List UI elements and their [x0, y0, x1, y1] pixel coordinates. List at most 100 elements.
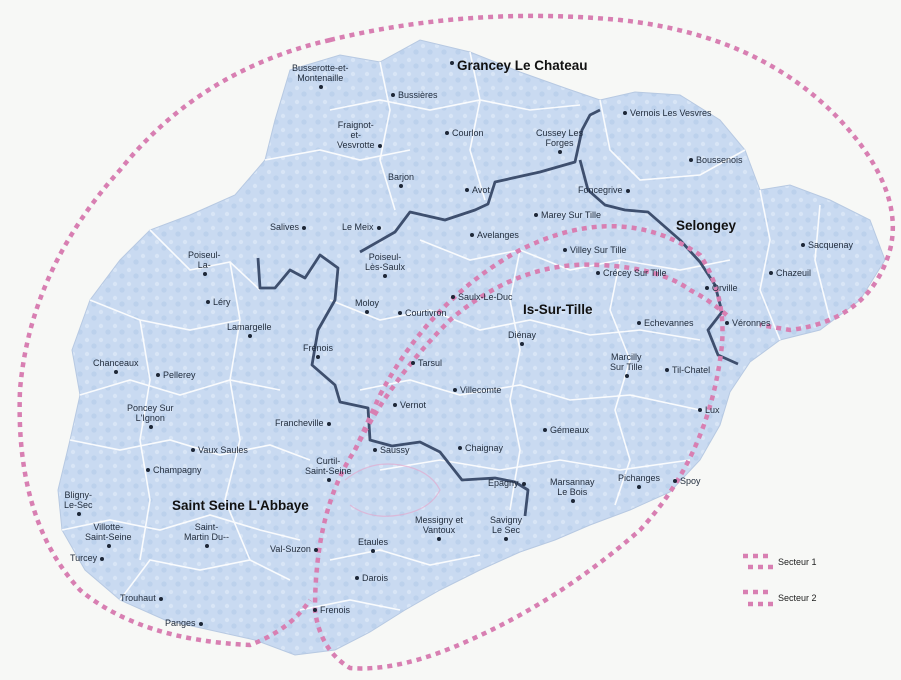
town-villecomte: Villecomte: [460, 385, 502, 395]
town-marker: [365, 310, 369, 314]
town-lux: Lux: [705, 405, 720, 415]
town-tarsul: Tarsul: [418, 358, 443, 368]
town-marker: [373, 448, 377, 452]
town-marker: [453, 388, 457, 392]
town-marker: [458, 446, 462, 450]
town-avelanges: Avelanges: [477, 230, 519, 240]
town-chaignay: Chaignay: [465, 443, 504, 453]
town-marker: [383, 274, 387, 278]
town-marker: [156, 373, 160, 377]
town-marker: [637, 321, 641, 325]
town-marker: [100, 557, 104, 561]
sector-1-boundary: [17, 13, 895, 648]
town-curtil: Curtil- Saint-Seine: [305, 456, 352, 476]
town-lemeix: Le Meix: [342, 222, 374, 232]
town-courlon: Courlon: [452, 128, 484, 138]
town-chanceaux: Chanceaux: [93, 358, 139, 368]
town-marker: [327, 422, 331, 426]
town-marker: [563, 248, 567, 252]
town-valsuzon: Val-Suzon: [270, 544, 311, 554]
town-marker: [450, 61, 454, 65]
town-marker: [543, 428, 547, 432]
town-veronnes: Véronnes: [732, 318, 771, 328]
town-messigny: Messigny et Vantoux: [415, 515, 464, 535]
town-boussenois: Boussenois: [696, 155, 743, 165]
town-saintmartin: Saint- Martin Du--: [184, 522, 230, 542]
town-vernot: Vernot: [400, 400, 427, 410]
town-tilchatel: Til-Chatel: [672, 365, 711, 375]
town-frenois2: Frenois: [320, 605, 351, 615]
legend-item-secteur-1: Secteur 1: [778, 557, 817, 567]
town-marker: [623, 111, 627, 115]
town-marker: [148, 425, 153, 429]
town-marker: [465, 188, 469, 192]
town-marker: [202, 272, 207, 276]
town-crecey: Crécey Sur Tille: [603, 268, 667, 278]
town-marcilly: Marcilly Sur Tille: [610, 352, 643, 372]
town-marker: [398, 311, 402, 315]
town-marker: [316, 355, 320, 359]
town-poiseulla: Poiseul- La-: [188, 250, 221, 270]
town-cussey: Cussey Les Forges: [536, 128, 584, 148]
town-marker: [689, 158, 693, 162]
town-villotte: Villotte- Saint-Seine: [85, 522, 132, 542]
town-poncey: Poncey Sur L'Ignon: [127, 403, 174, 423]
town-marker: [673, 479, 677, 483]
town-frenois1: Frénois: [303, 343, 334, 353]
town-marker: [399, 184, 403, 188]
town-avot: Avot: [472, 185, 490, 195]
town-marker: [411, 361, 415, 365]
town-marker: [504, 537, 508, 541]
town-francheville: Francheville: [275, 418, 324, 428]
town-marker: [114, 370, 118, 374]
town-etaules: Etaules: [358, 537, 389, 547]
sector-2-boundary: [312, 223, 725, 671]
town-dienay: Diénay: [508, 330, 537, 340]
town-orville: Orville: [712, 283, 738, 293]
town-vaux: Vaux Saules: [198, 445, 248, 455]
town-pichanges: Pichanges: [618, 473, 661, 483]
town-lamargelle: Lamargelle: [227, 322, 272, 332]
town-marker: [106, 544, 111, 548]
town-marker: [146, 468, 150, 472]
town-marker: [326, 478, 331, 482]
legend-swatches: [743, 553, 773, 607]
town-marker: [302, 226, 306, 230]
town-saulxleduc: Saulx-Le-Duc: [458, 292, 513, 302]
town-marker: [371, 549, 375, 553]
town-marker: [437, 537, 441, 541]
town-marker: [451, 295, 455, 299]
sector-2-inner-boundary: [352, 262, 732, 452]
town-moloy: Moloy: [355, 298, 380, 308]
territory-area: [57, 39, 886, 656]
town-chazeuil: Chazeuil: [776, 268, 812, 278]
town-marker: [378, 144, 382, 148]
town-marker: [445, 131, 449, 135]
canton-boundary-north: [359, 108, 601, 254]
town-sacquenay: Sacquenay: [808, 240, 854, 250]
town-marker: [159, 597, 163, 601]
town-marker: [769, 271, 773, 275]
town-mareysurtille: Marey Sur Tille: [541, 210, 602, 220]
town-busserotte: Busserotte-et- Montenaille: [292, 63, 349, 83]
town-darois: Darois: [362, 573, 389, 583]
town-marker: [557, 150, 562, 154]
town-marker: [725, 321, 729, 325]
town-marker: [624, 374, 629, 378]
town-fraignot: Fraignot- et- Vesvrotte: [337, 120, 375, 150]
town-champagny: Champagny: [153, 465, 202, 475]
town-gemeaux: Gémeaux: [550, 425, 590, 435]
town-marker: [391, 93, 395, 97]
town-pellerey: Pellerey: [163, 370, 196, 380]
town-marsannay: Marsannay Le Bois: [550, 477, 595, 497]
town-spoy: Spoy: [680, 476, 701, 486]
town-selongey: Selongey: [676, 218, 737, 233]
town-epagny: Epagny: [488, 478, 519, 488]
town-barjon: Barjon: [388, 172, 415, 182]
town-marker: [377, 226, 381, 230]
town-marker: [596, 271, 600, 275]
town-saussy: Saussy: [380, 445, 410, 455]
town-courtivron: Courtivron: [405, 308, 447, 318]
town-marker: [665, 368, 669, 372]
